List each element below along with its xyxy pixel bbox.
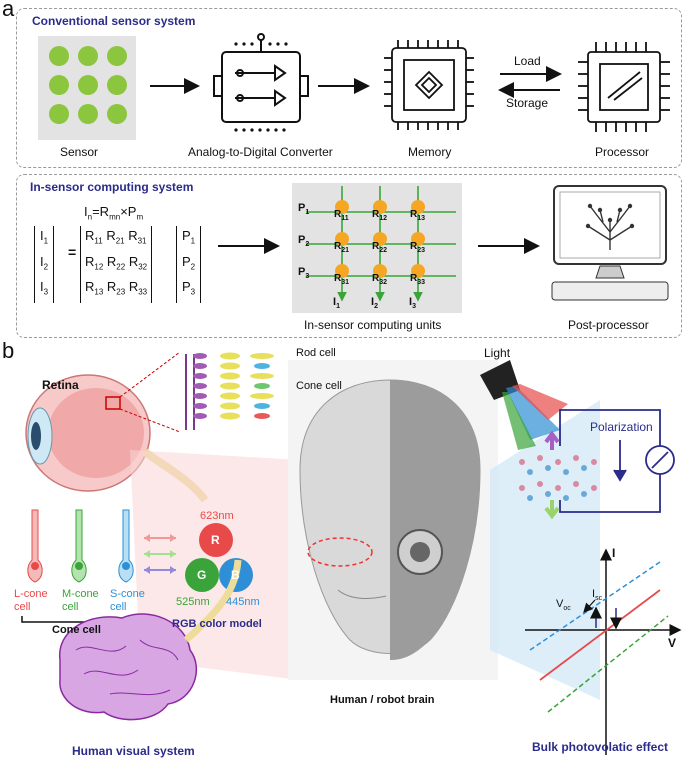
voc-label: Voc	[556, 598, 571, 613]
cone-cell-group-label: Cone cell	[52, 624, 101, 636]
r21-label: R21	[334, 241, 350, 254]
polarization-label: Polarization	[590, 420, 653, 434]
zoom-line-2	[119, 408, 181, 433]
storage-label: Storage	[506, 96, 549, 110]
panel-a-letter: a	[2, 0, 15, 21]
conventional-title: Conventional sensor system	[32, 14, 196, 28]
g-letter: G	[197, 568, 207, 582]
sensor-array	[38, 36, 136, 140]
crystal-lattice	[519, 430, 597, 520]
sensor-label: Sensor	[60, 145, 99, 159]
nm-623-label: 623nm	[200, 510, 234, 522]
post-processor-label: Post-processor	[568, 318, 649, 332]
r13-label: R13	[410, 209, 426, 222]
equation-main: In=Rmn×Pm	[84, 204, 144, 222]
p3-label: P3	[298, 266, 310, 281]
insensor-title: In-sensor computing system	[30, 180, 194, 194]
r33-label: R33	[410, 273, 426, 286]
isc-label: Isc	[592, 588, 603, 603]
conventional-panel	[16, 8, 682, 168]
processor-label: Processor	[595, 145, 650, 159]
retina-label: Retina	[42, 378, 79, 392]
brain-illustration	[59, 559, 242, 721]
i2-label: I2	[371, 296, 378, 311]
nm-445-label: 445nm	[226, 596, 260, 608]
r12-label: R12	[372, 209, 388, 222]
human-visual-label: Human visual system	[72, 744, 195, 758]
brain-label: Human / robot brain	[330, 694, 435, 706]
load-label: Load	[514, 54, 541, 68]
equals-sign: =	[68, 244, 77, 260]
processor-chip-icon	[578, 42, 670, 132]
r-letter: R	[211, 533, 220, 547]
retina-cells	[180, 348, 290, 434]
insensor-panel	[16, 174, 682, 338]
r23-label: R23	[410, 241, 426, 254]
r22-label: R22	[372, 241, 388, 254]
units-label: In-sensor computing units	[304, 318, 442, 332]
cone-cell-label: Cone cell	[296, 380, 342, 392]
light-label: Light	[484, 346, 511, 360]
axis-v-label: V	[668, 636, 677, 650]
i1-label: I1	[333, 296, 340, 311]
p1-label: P1	[298, 202, 310, 217]
rod-cell-label: Rod cell	[296, 347, 336, 359]
s-cone-label: S-cone cell	[110, 588, 145, 613]
nm-525-label: 525nm	[176, 596, 210, 608]
cone-cell-drawings	[21, 509, 143, 623]
bulk-label: Bulk photovolatic effect	[532, 740, 669, 754]
r32-label: R32	[372, 273, 388, 286]
r11-label: R11	[334, 209, 349, 222]
m-cone-label: M-cone cell	[62, 588, 99, 613]
p2-label: P2	[298, 234, 310, 249]
insensor-crossbar	[292, 183, 462, 313]
memory-chip-icon	[384, 40, 474, 130]
polarization-circuit	[559, 409, 675, 513]
r31-label: R31	[334, 273, 350, 286]
l-cone-label: L-cone cell	[14, 588, 48, 613]
rgb-model-label: RGB color model	[172, 618, 262, 630]
adc-label: Analog-to-Digital Converter	[188, 145, 333, 159]
zoom-line-1	[119, 351, 181, 398]
robot-head	[288, 360, 498, 680]
memory-label: Memory	[408, 145, 452, 159]
adc-pins	[234, 42, 288, 132]
eye-illustration	[25, 374, 209, 503]
light-source-icon	[480, 360, 568, 450]
blue-projection	[490, 400, 600, 700]
panel-b-letter: b	[2, 338, 15, 363]
iv-plot	[525, 548, 682, 755]
b-letter: B	[231, 568, 240, 582]
adc-chip-icon	[213, 33, 309, 123]
computer-icon	[551, 185, 669, 301]
i3-label: I3	[409, 296, 416, 311]
axis-i-label: I	[612, 546, 616, 560]
